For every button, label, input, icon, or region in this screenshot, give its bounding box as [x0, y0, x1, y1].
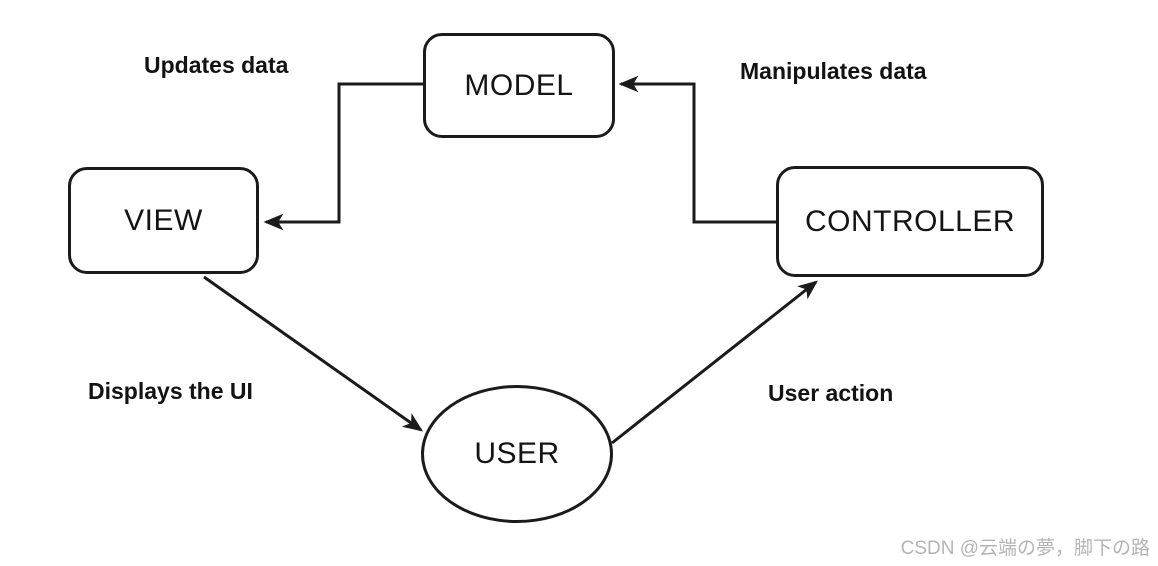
node-model: MODEL: [423, 33, 615, 138]
node-controller-label: CONTROLLER: [804, 204, 1016, 238]
edge-label-displays-the-ui: Displays the UI: [88, 378, 253, 404]
node-user: USER: [421, 385, 613, 523]
arrow-controller-to-model: [618, 75, 776, 224]
edge-label-manipulates-data: Manipulates data: [740, 58, 927, 84]
arrow-user-to-controller: [611, 280, 818, 445]
node-view-label: VIEW: [124, 203, 203, 237]
node-user-label: USER: [474, 437, 560, 470]
edge-label-updates-data: Updates data: [144, 52, 289, 78]
watermark-text: CSDN @云端の夢，脚下の路: [900, 538, 1150, 559]
arrow-model-to-view: [263, 82, 423, 231]
node-model-label: MODEL: [464, 68, 574, 102]
arrow-view-to-user: [203, 275, 424, 432]
edge-label-user-action: User action: [768, 380, 894, 406]
node-controller: CONTROLLER: [776, 166, 1044, 277]
node-view: VIEW: [68, 167, 259, 274]
